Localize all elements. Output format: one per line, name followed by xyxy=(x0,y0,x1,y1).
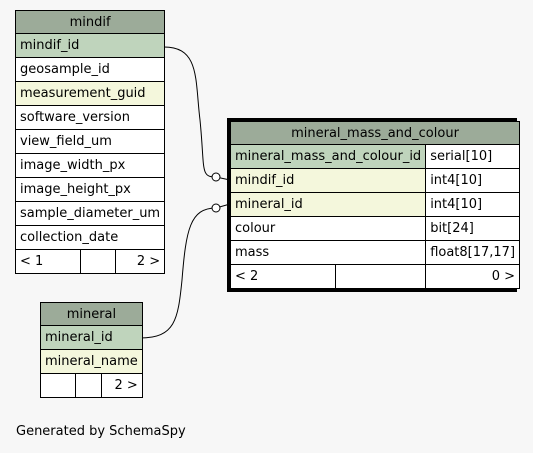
column-row[interactable]: image_width_px xyxy=(14,153,166,178)
column-row[interactable]: image_height_px xyxy=(14,177,166,202)
column-row[interactable]: sample_diameter_um xyxy=(14,201,166,226)
children-count: 2 > xyxy=(101,373,143,398)
mindif-relation-end-icon xyxy=(211,172,221,182)
mineral-relation-end-icon xyxy=(211,203,221,213)
table-mineral[interactable]: mineral mineral_id mineral_name 2 > xyxy=(40,302,143,398)
column-name[interactable]: mass xyxy=(229,240,427,265)
column-type: int4[10] xyxy=(425,192,521,217)
children-count: 2 > xyxy=(114,249,166,274)
mindif-relation-line xyxy=(163,46,231,181)
parents-count xyxy=(40,373,76,398)
table-mindif[interactable]: mindif mindif_id geosample_id measuremen… xyxy=(14,10,166,274)
column-type: serial[10] xyxy=(425,144,521,169)
column-row[interactable]: measurement_guid xyxy=(14,81,166,106)
table-title[interactable]: mineral xyxy=(40,302,143,326)
column-name[interactable]: mineral_mass_and_colour_id xyxy=(229,144,427,169)
column-name[interactable]: mineral_id xyxy=(229,192,427,217)
column-row[interactable]: collection_date xyxy=(14,225,166,250)
table-title[interactable]: mineral_mass_and_colour xyxy=(229,121,521,145)
column-row[interactable]: mindif_id xyxy=(14,33,166,58)
column-row[interactable]: view_field_um xyxy=(14,129,166,154)
column-row[interactable]: software_version xyxy=(14,105,166,130)
column-type: float8[17,17] xyxy=(425,240,521,265)
column-row[interactable]: mineral_name xyxy=(40,349,143,374)
generated-by-text: Generated by SchemaSpy xyxy=(16,424,186,439)
column-type: bit[24] xyxy=(425,216,521,241)
column-type: int4[10] xyxy=(425,168,521,193)
parents-count: < 1 xyxy=(15,249,81,274)
mineral-relation-line xyxy=(139,203,231,339)
footer-spacer xyxy=(334,264,427,289)
table-title[interactable]: mindif xyxy=(14,10,166,34)
parents-count: < 2 xyxy=(230,264,336,289)
column-row[interactable]: mineral_id xyxy=(40,325,143,350)
footer-spacer xyxy=(80,249,116,274)
table-mineral-mass-and-colour[interactable]: mineral_mass_and_colour mineral_mass_and… xyxy=(229,121,521,289)
footer-spacer xyxy=(75,373,102,398)
column-name[interactable]: mindif_id xyxy=(229,168,427,193)
column-row[interactable]: geosample_id xyxy=(14,57,166,82)
column-name[interactable]: colour xyxy=(229,216,427,241)
children-count: 0 > xyxy=(425,264,521,289)
